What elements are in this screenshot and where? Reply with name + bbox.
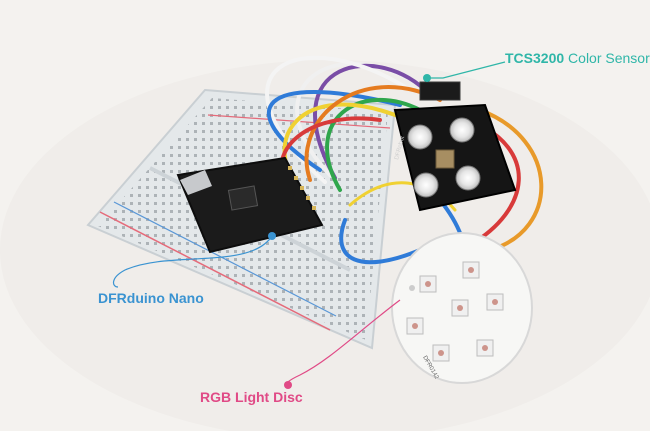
rgb-light-disc: DFR0142 — [391, 232, 533, 384]
rgb-disc-callout-suffix: Light Disc — [231, 389, 303, 405]
tcs3200-sensor-board: DFRobot — [393, 81, 517, 212]
tcs3200-callout-label: TCS3200 Color Sensor — [505, 50, 650, 66]
dfrduino-nano-board — [176, 156, 324, 254]
callout-lines — [113, 61, 506, 389]
rgb-disc-callout-label: RGB Light Disc — [200, 389, 303, 405]
dfrduino-callout-label: DFRduino Nano — [98, 290, 204, 306]
rgb-disc-callout-prefix: RGB — [200, 389, 232, 405]
tcs3200-callout-suffix: Color Sensor — [564, 50, 650, 66]
tcs3200-callout-prefix: TCS3200 — [505, 50, 565, 66]
